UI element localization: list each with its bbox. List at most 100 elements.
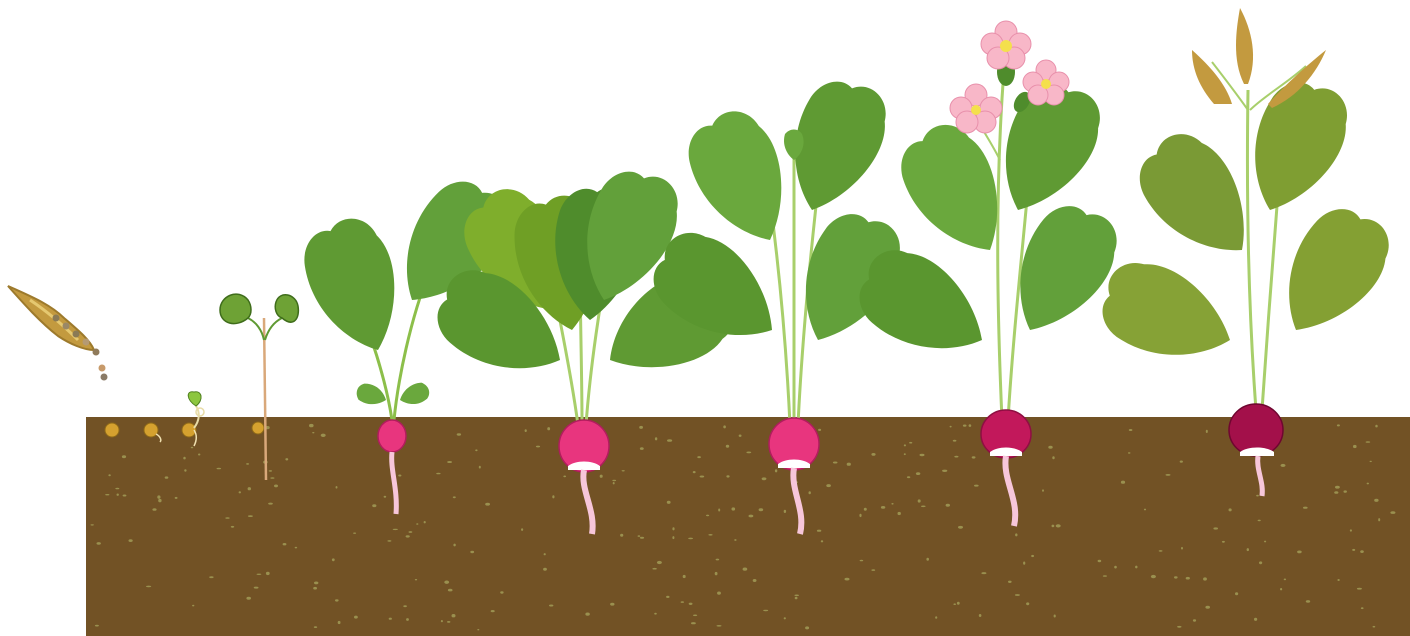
soil-speck [475,449,477,451]
soil-speck [743,568,748,571]
soil-speck [717,592,721,595]
soil-speck [904,453,906,455]
soil-speck [1353,445,1357,448]
soil-speck [1015,594,1020,596]
soil-speck [491,610,495,612]
soil-speck [403,605,407,607]
soil-speck [1256,495,1259,497]
soil-speck [183,457,185,460]
soil-speck [585,613,589,616]
soil-speck [424,521,426,523]
soil-speck [1378,518,1380,521]
soil-speck [525,429,527,432]
soil-speck [640,447,644,450]
soil-speck [1128,452,1131,453]
soil-speck [871,453,875,456]
soil-speck [1390,511,1395,514]
soil-speck [794,595,799,597]
soil-speck [640,537,644,539]
soil-speck [979,614,982,617]
soil-speck [907,476,910,478]
soil-speck [175,497,178,499]
soil-speck [477,629,479,630]
soil-speck [283,543,287,545]
soil-speck [122,455,126,458]
soil-speck [309,424,314,427]
soil-speck [1181,547,1183,550]
soil-speck [860,560,864,562]
seed-pod-upper [1236,8,1253,84]
soil-speck [441,620,443,622]
soil-speck [1052,525,1055,528]
soil-speck [749,515,754,518]
soil [86,417,1410,636]
soil-speck [1360,550,1364,553]
soil-speck [723,425,726,428]
soil-speck [321,434,326,437]
seed-pod [8,286,108,381]
soil-speck [95,625,99,627]
soil-speck [734,539,736,541]
soil-speck [1335,486,1340,489]
soil-speck [1114,566,1117,569]
soil-speck [1373,626,1376,628]
soil-speck [1135,566,1137,569]
soil-speck [654,613,657,615]
soil-speck [1151,575,1156,578]
soil-speck [332,558,335,561]
soil-speck [833,462,838,464]
soil-speck [1129,429,1133,431]
soil-speck [864,508,867,511]
soil-speck [809,491,811,494]
soil-speck [563,476,566,478]
soil-speck [1177,626,1181,628]
soil-speck [406,618,409,621]
soil-speck [248,515,253,517]
soil-speck [667,501,671,504]
soil-speck [693,471,696,473]
soil-speck [958,526,963,529]
soil-speck [942,470,947,472]
soil-speck [826,484,831,487]
soil-speck [950,426,952,428]
soil-speck [891,503,893,505]
soil-speck [881,506,885,509]
soil-speck [953,440,957,442]
soil-speck [1367,483,1369,485]
soil-speck [387,540,391,542]
soil-speck [1103,575,1107,577]
soil-speck [338,621,341,624]
soil-speck [775,469,777,472]
soil-speck [1344,490,1347,492]
soil-speck [909,442,912,444]
soil-speck [1048,446,1052,449]
soil-speck [285,458,288,460]
soil-speck [981,572,986,574]
soil-speck [336,486,338,489]
soil-speck [552,495,554,498]
soil-speck [1306,600,1310,603]
flower [950,84,1002,133]
soil-speck [845,578,850,581]
soil-speck [1357,588,1362,590]
soil-speck [91,524,94,525]
soil-speck [547,427,550,430]
soil-speck [706,515,709,517]
soil-speck [613,482,615,484]
soil-speck [415,579,417,580]
soil-speck [1303,507,1308,509]
soil-speck [921,506,926,508]
soil-speck [821,540,823,542]
soil-speck [549,605,553,607]
soil-speck [689,603,693,605]
soil-speck [479,466,481,469]
soil-speck [246,597,251,600]
soil-speck [1031,555,1034,557]
soil-speck [732,507,736,510]
soil-speck [248,487,251,490]
soil-speck [898,512,901,515]
soil-speck [544,553,546,555]
soil-speck [1361,607,1364,609]
soil-speck [1375,425,1377,428]
soil-speck [963,425,967,427]
